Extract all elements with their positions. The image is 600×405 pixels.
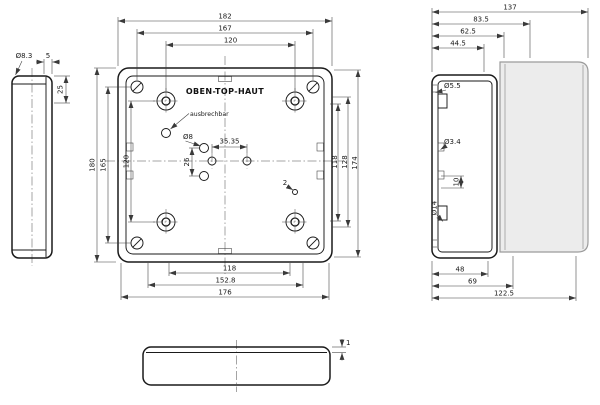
front-dimensions-left: 180 165 120 (89, 67, 155, 263)
side-feature-labels: Ø5.5 Ø3.4 10 Ø14 (431, 82, 464, 222)
dim-left-lip: 5 (46, 52, 50, 60)
dim-side-bottom-48: 48 (456, 266, 465, 274)
dim-side-top-137: 137 (503, 4, 516, 12)
dim-side-top-625: 62.5 (460, 28, 476, 36)
corner-screw-holes (130, 80, 320, 250)
dim-side-bottom-69: 69 (468, 278, 477, 286)
label-dia-14: Ø14 (431, 200, 439, 215)
dim-front-height-bosses: 120 (123, 155, 131, 168)
dim-front-height-screws: 165 (100, 158, 108, 171)
mounting-bosses (153, 88, 308, 235)
dim-front-bottom-outer: 176 (218, 289, 232, 297)
front-view-outline (117, 67, 333, 263)
side-view-outline (431, 74, 498, 259)
bottom-view-outline (142, 346, 331, 386)
dim-front-width-screws: 167 (218, 25, 231, 33)
front-dimensions-top: 182 167 120 (117, 13, 333, 91)
dim-knockout-dia: Ø8 (183, 133, 193, 141)
dim-side-top-835: 83.5 (473, 16, 489, 24)
dim-front-right-outer: 174 (351, 156, 359, 170)
side-section-view: 137 83.5 62.5 44.5 Ø5.5 Ø3.4 10 Ø14 (431, 4, 589, 301)
dim-side-top-445: 44.5 (450, 40, 466, 48)
dim-left-hole-dia: Ø8.3 (16, 52, 33, 60)
front-dimensions-bottom: 118 152.8 176 (120, 263, 330, 300)
label-dia-55: Ø5.5 (444, 82, 461, 90)
side-dimensions-top: 137 83.5 62.5 44.5 (431, 4, 589, 72)
knockout-note: ausbrechbar (190, 111, 229, 118)
dim-left-flange: 25 (57, 85, 65, 94)
side-dimensions-bottom: 48 69 122.5 (431, 256, 577, 301)
part-marking-text: OBEN-TOP-HAUT (186, 87, 264, 96)
front-view: 35.35 ausbrechbar Ø8 26 2 (89, 13, 361, 300)
center-holes: 35.35 (207, 138, 252, 169)
dim-small-hole: 2 (283, 179, 287, 187)
dim-front-width-outer: 182 (218, 13, 231, 21)
dim-knockout-pitch: 26 (183, 157, 191, 166)
dim-front-right-mid: 128 (341, 155, 349, 168)
cover-outline (499, 61, 589, 253)
front-view-inner-wall (125, 75, 325, 255)
knockout-features: ausbrechbar Ø8 26 2 (161, 111, 298, 195)
dim-side-bottom-1225: 122.5 (494, 290, 514, 298)
left-view-outline (11, 75, 53, 259)
dim-front-height-outer: 180 (89, 158, 97, 171)
left-side-view: Ø8.3 5 25 (11, 52, 70, 266)
dim-front-width-bosses: 120 (224, 37, 237, 45)
bottom-view: 1 (142, 339, 350, 392)
dim-front-bottom-inner: 118 (223, 265, 236, 273)
dim-front-bottom-mid: 152.8 (215, 277, 235, 285)
label-dia-34: Ø3.4 (444, 138, 461, 146)
dim-front-right-inner: 118 (331, 155, 339, 168)
dim-center-pitch: 35.35 (219, 138, 239, 146)
label-depth-10: 10 (453, 178, 461, 187)
front-dimensions-right: 118 128 174 (330, 69, 361, 258)
dim-bottom-lip: 1 (346, 339, 350, 347)
